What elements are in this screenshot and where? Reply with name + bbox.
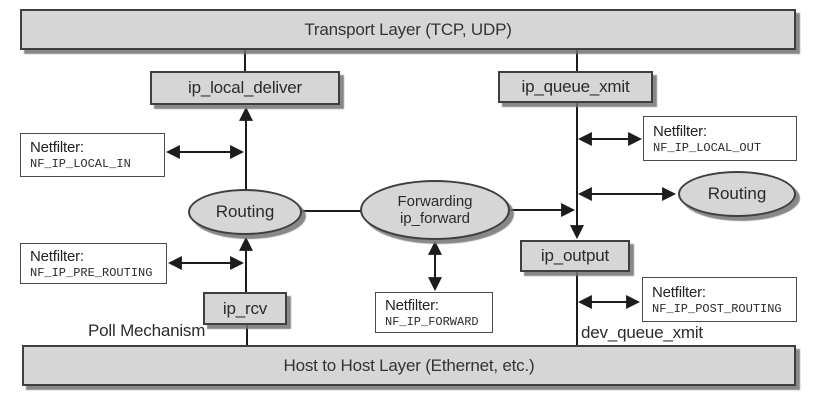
netfilter-forward-title: Netfilter: bbox=[385, 296, 439, 314]
host-layer-label: Host to Host Layer (Ethernet, etc.) bbox=[283, 355, 535, 375]
netfilter-local-out-hook: NF_IP_LOCAL_OUT bbox=[653, 140, 762, 155]
routing-ellipse-right: Routing bbox=[678, 171, 796, 217]
routing-right-label: Routing bbox=[707, 184, 767, 204]
forwarding-ellipse: Forwarding ip_forward bbox=[360, 180, 510, 240]
netfilter-post-routing-hook: NF_IP_POST_ROUTING bbox=[652, 301, 782, 316]
netfilter-forward-hook: NF_IP_FORWARD bbox=[385, 314, 479, 329]
netfilter-local-in-title: Netfilter: bbox=[30, 139, 84, 156]
poll-mechanism-label: Poll Mechanism bbox=[88, 321, 206, 340]
dev-queue-xmit-label: dev_queue_xmit bbox=[581, 323, 703, 342]
netfilter-post-routing-box: Netfilter: NF_IP_POST_ROUTING bbox=[642, 277, 797, 322]
ip-output-box: ip_output bbox=[520, 240, 630, 272]
netfilter-forward-box: Netfilter: NF_IP_FORWARD bbox=[375, 292, 493, 333]
forwarding-label-line1: Forwarding bbox=[397, 192, 473, 210]
ip-rcv-box: ip_rcv bbox=[203, 292, 287, 325]
ip-queue-xmit-label: ip_queue_xmit bbox=[521, 77, 630, 96]
netfilter-local-in-box: Netfilter: NF_IP_LOCAL_IN bbox=[20, 133, 165, 177]
netfilter-post-routing-title: Netfilter: bbox=[652, 283, 706, 301]
netfilter-local-out-title: Netfilter: bbox=[653, 122, 707, 140]
host-to-host-layer-bar: Host to Host Layer (Ethernet, etc.) bbox=[22, 345, 796, 386]
netfilter-pre-routing-hook: NF_IP_PRE_ROUTING bbox=[30, 265, 153, 280]
ip-local-deliver-box: ip_local_deliver bbox=[150, 71, 340, 105]
netfilter-pre-routing-title: Netfilter: bbox=[30, 247, 84, 265]
routing-left-label: Routing bbox=[215, 202, 275, 222]
ip-queue-xmit-box: ip_queue_xmit bbox=[498, 71, 653, 103]
transport-layer-bar: Transport Layer (TCP, UDP) bbox=[20, 9, 796, 50]
netfilter-pre-routing-box: Netfilter: NF_IP_PRE_ROUTING bbox=[20, 243, 167, 284]
transport-layer-label: Transport Layer (TCP, UDP) bbox=[304, 19, 512, 39]
routing-ellipse-left: Routing bbox=[188, 189, 302, 235]
forwarding-label-line2: ip_forward bbox=[399, 210, 471, 227]
netfilter-local-in-hook: NF_IP_LOCAL_IN bbox=[30, 157, 131, 171]
netfilter-local-out-box: Netfilter: NF_IP_LOCAL_OUT bbox=[643, 116, 797, 161]
ip-local-deliver-label: ip_local_deliver bbox=[188, 78, 302, 97]
ip-output-label: ip_output bbox=[540, 246, 610, 265]
ip-rcv-label: ip_rcv bbox=[222, 298, 268, 318]
